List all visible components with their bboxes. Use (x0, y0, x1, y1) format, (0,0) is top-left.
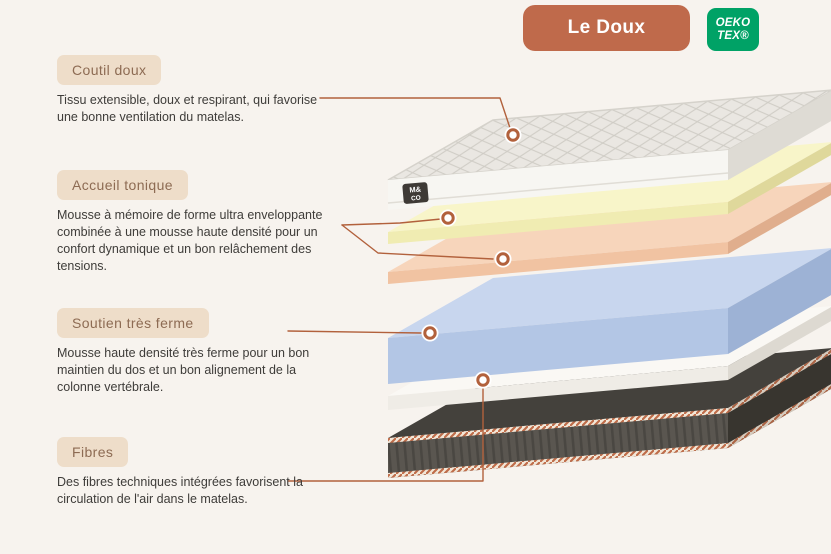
product-title-badge: Le Doux (523, 5, 690, 51)
brand-logo-text-top: M& (409, 185, 422, 195)
section-coutil-doux: Coutil doux Tissu extensible, doux et re… (57, 55, 331, 126)
marker-fibres (474, 371, 492, 389)
section-description-fibres: Des fibres techniques intégrées favorise… (57, 475, 303, 506)
section-accueil-tonique: Accueil tonique Mousse à mémoire de form… (57, 170, 331, 275)
oeko-tex-badge: OEKO TEX® (707, 8, 759, 51)
connector-accueil-tonique-1 (341, 218, 442, 226)
oeko-tex-line2: TEX® (717, 29, 749, 42)
connector-fibres (287, 388, 484, 482)
layer-markers (421, 126, 522, 389)
connector-coutil-doux (319, 97, 511, 129)
section-description-accueil-tonique: Mousse à mémoire de forme ultra envelopp… (57, 208, 323, 273)
mattress-layer-support-foam (388, 248, 831, 384)
connector-soutien-ferme (287, 330, 422, 334)
brand-logo-text-bottom: CO (411, 195, 421, 203)
section-soutien-tres-ferme: Soutien très ferme Mousse haute densité … (57, 308, 331, 396)
section-description-soutien-tres-ferme: Mousse haute densité très ferme pour un … (57, 346, 310, 394)
connector-accueil-tonique-2 (341, 224, 494, 260)
section-fibres: Fibres Des fibres techniques intégrées f… (57, 437, 331, 508)
section-label-fibres: Fibres (57, 437, 129, 467)
section-label-coutil-doux: Coutil doux (57, 55, 162, 85)
section-label-soutien-tres-ferme: Soutien très ferme (57, 308, 209, 338)
product-title: Le Doux (567, 17, 646, 38)
marker-accueil-tonique-2 (494, 250, 512, 268)
marker-accueil-tonique-1 (439, 209, 457, 227)
marker-coutil-doux (504, 126, 522, 144)
mattress-layer-quilted-cover: M& CO (387, 89, 831, 210)
brand-logo: M& CO (402, 182, 429, 204)
section-label-accueil-tonique: Accueil tonique (57, 170, 188, 200)
marker-soutien-ferme (421, 324, 439, 342)
oeko-tex-line1: OEKO (715, 16, 751, 29)
section-description-coutil-doux: Tissu extensible, doux et respirant, qui… (57, 93, 318, 124)
